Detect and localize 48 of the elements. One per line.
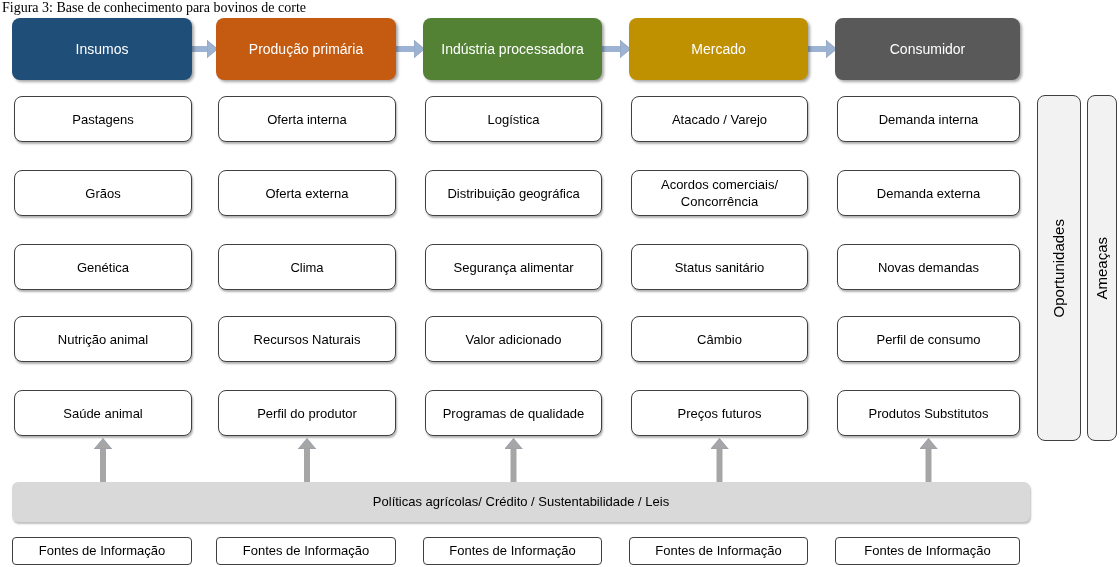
factor-box: Câmbio xyxy=(631,316,808,362)
factor-box: Demanda externa xyxy=(837,170,1020,216)
source-box: Fontes de Informação xyxy=(423,537,602,565)
stage-header: Insumos xyxy=(12,18,192,80)
source-box: Fontes de Informação xyxy=(835,537,1020,565)
factor-box: Status sanitário xyxy=(631,244,808,290)
side-panel: Oportunidades xyxy=(1037,95,1081,441)
factor-box: Oferta externa xyxy=(218,170,396,216)
factor-box: Atacado / Varejo xyxy=(631,96,808,142)
factor-box: Recursos Naturais xyxy=(218,316,396,362)
block-arrow xyxy=(297,438,317,482)
factor-box: Novas demandas xyxy=(837,244,1020,290)
policy-band: Políticas agrícolas/ Crédito / Sustentabilidade / Leis xyxy=(12,482,1030,522)
figure-title: Figura 3: Base de conhecimento para bovinos de corte xyxy=(2,0,306,16)
factor-box: Preços futuros xyxy=(631,390,808,436)
factor-box: Clima xyxy=(218,244,396,290)
source-box: Fontes de Informação xyxy=(629,537,808,565)
block-arrow xyxy=(602,39,631,59)
block-arrow xyxy=(192,39,218,59)
side-panel: Ameaças xyxy=(1087,95,1117,441)
factor-box: Demanda interna xyxy=(837,96,1020,142)
block-arrow xyxy=(808,39,837,59)
block-arrow xyxy=(504,438,523,482)
factor-box: Segurança alimentar xyxy=(425,244,602,290)
factor-box: Valor adicionado xyxy=(425,316,602,362)
factor-box: Pastagens xyxy=(14,96,192,142)
factor-box: Acordos comerciais/ Concorrência xyxy=(631,170,808,216)
factor-box: Oferta interna xyxy=(218,96,396,142)
factor-box: Produtos Substitutos xyxy=(837,390,1020,436)
stage-header: Produção primária xyxy=(216,18,396,80)
factor-box: Grãos xyxy=(14,170,192,216)
factor-box: Perfil de consumo xyxy=(837,316,1020,362)
factor-box: Genética xyxy=(14,244,192,290)
factor-box: Programas de qualidade xyxy=(425,390,602,436)
factor-box: Saúde animal xyxy=(14,390,192,436)
factor-box: Nutrição animal xyxy=(14,316,192,362)
source-box: Fontes de Informação xyxy=(216,537,396,565)
block-arrow xyxy=(919,438,938,482)
stage-header: Consumidor xyxy=(835,18,1020,80)
factor-box: Logística xyxy=(425,96,602,142)
block-arrow xyxy=(93,438,113,482)
stage-header: Mercado xyxy=(629,18,808,80)
stage-header: Indústria processadora xyxy=(423,18,602,80)
block-arrow xyxy=(396,39,425,59)
source-box: Fontes de Informação xyxy=(12,537,192,565)
block-arrow xyxy=(710,438,729,482)
factor-box: Distribuição geográfica xyxy=(425,170,602,216)
factor-box: Perfil do produtor xyxy=(218,390,396,436)
